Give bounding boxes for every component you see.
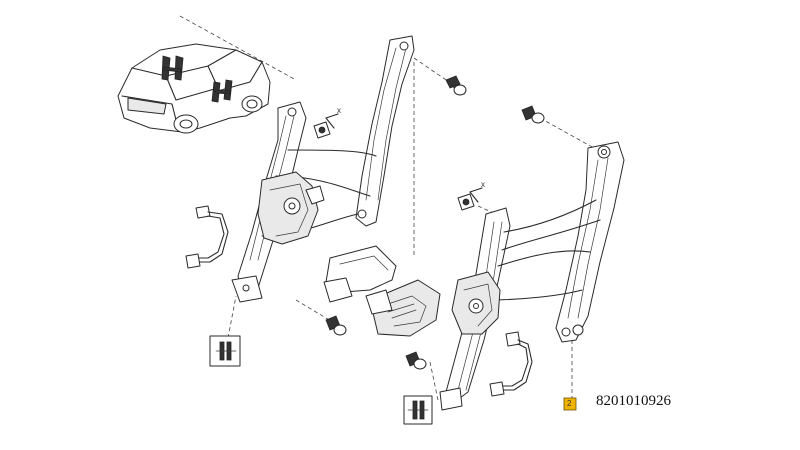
vehicle-thumbnail <box>117 43 271 134</box>
leader-lines <box>179 15 595 401</box>
left-wiring-harness <box>185 205 229 269</box>
right-clip-nut <box>457 187 483 211</box>
right-window-regulator <box>439 141 625 411</box>
connector-symbol-right <box>403 395 433 425</box>
callout-box-2 <box>563 397 577 411</box>
connector-symbol-left <box>209 335 241 367</box>
left-window-regulator <box>231 35 415 303</box>
door-trim-pieces <box>323 245 441 337</box>
callout-number: 2 <box>567 399 572 408</box>
cross-marker-right: x <box>481 180 485 189</box>
cross-marker-left: x <box>337 106 341 115</box>
left-bolts <box>325 75 467 336</box>
right-bolts <box>405 105 545 370</box>
part-number-label: 8201010926 <box>596 393 671 409</box>
right-wiring-harness <box>489 331 533 397</box>
left-clip-nut <box>313 113 339 139</box>
